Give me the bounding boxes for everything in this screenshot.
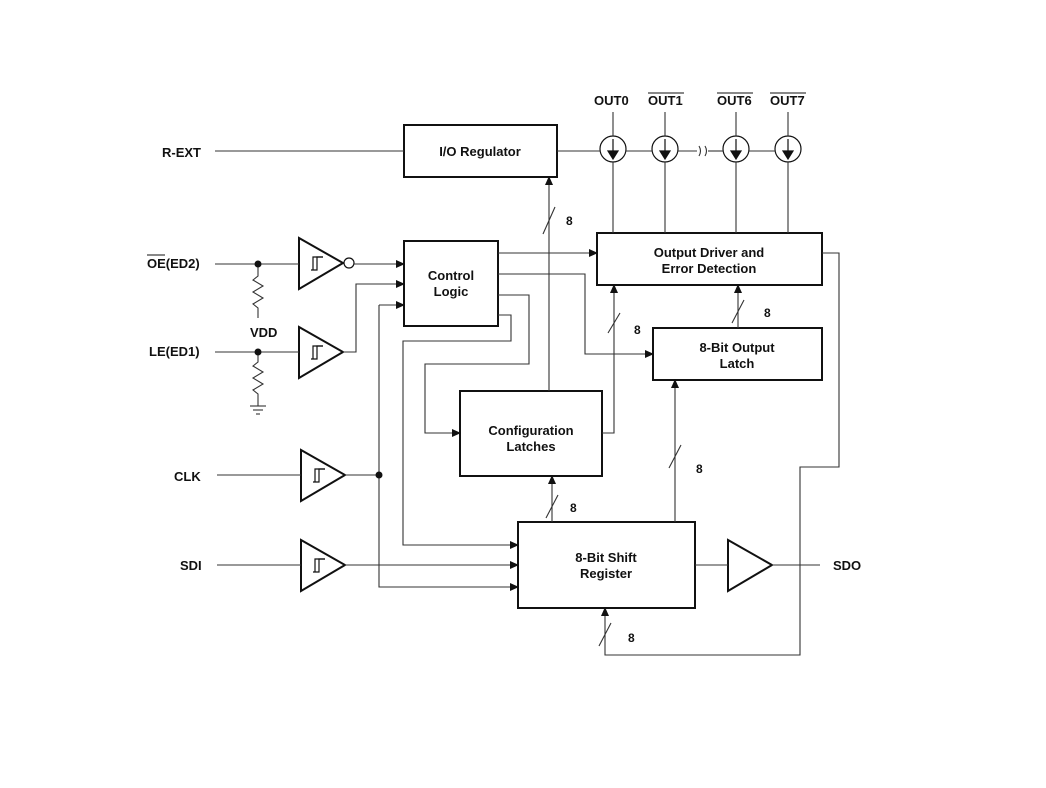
out0-current-source-icon (599, 135, 627, 163)
le-buffer-icon (298, 325, 345, 380)
svg-text:8-Bit Output: 8-Bit Output (699, 340, 775, 355)
control-logic-block: Control Logic (403, 240, 499, 327)
svg-text:Output Driver and: Output Driver and (654, 245, 765, 260)
output-latch-block: 8-Bit Output Latch (652, 327, 823, 381)
output-driver-block: Output Driver and Error Detection (596, 232, 823, 286)
oe-junction-dot (254, 260, 262, 268)
pin-label-vdd: VDD (250, 325, 277, 340)
pin-label-rext: R-EXT (162, 145, 201, 160)
svg-text:I/O Regulator: I/O Regulator (439, 144, 521, 159)
bus-width-label: 8 (570, 501, 577, 515)
out1-current-source-icon (651, 135, 679, 163)
pin-label-out7: OUT7 (770, 93, 805, 108)
oe-buffer-icon (298, 236, 355, 291)
sdi-buffer-icon (300, 538, 347, 593)
svg-text:Error Detection: Error Detection (662, 261, 757, 276)
bus-width-label: 8 (764, 306, 771, 320)
out7-current-source-icon (774, 135, 802, 163)
pin-label-sdi: SDI (180, 558, 202, 573)
bus-width-label: 8 (628, 631, 635, 645)
clk-junction-dot (375, 471, 383, 479)
bus-width-label: 8 (634, 323, 641, 337)
svg-text:Register: Register (580, 566, 632, 581)
svg-text:Latch: Latch (720, 356, 755, 371)
pin-label-clk: CLK (174, 469, 201, 484)
svg-text:Latches: Latches (506, 439, 555, 454)
bus-width-label: 8 (696, 462, 703, 476)
configuration-latches-block: Configuration Latches (459, 390, 603, 477)
wiring (215, 112, 840, 656)
svg-text:Control: Control (428, 268, 474, 283)
sdo-buffer-icon (727, 538, 774, 593)
svg-text:Configuration: Configuration (488, 423, 573, 438)
pin-label-oe: OE(ED2) (147, 256, 200, 271)
io-regulator-block: I/O Regulator (403, 124, 558, 178)
out6-current-source-icon (722, 135, 750, 163)
svg-text:8-Bit Shift: 8-Bit Shift (575, 550, 637, 565)
pin-label-out6: OUT6 (717, 93, 752, 108)
le-junction-dot (254, 348, 262, 356)
pin-label-sdo: SDO (833, 558, 861, 573)
shift-register-block: 8-Bit Shift Register (517, 521, 696, 609)
pin-label-le: LE(ED1) (149, 344, 200, 359)
clk-buffer-icon (300, 448, 347, 503)
svg-text:Logic: Logic (434, 284, 469, 299)
bus-width-label: 8 (566, 214, 573, 228)
pin-label-out1: OUT1 (648, 93, 683, 108)
pin-label-out0: OUT0 (594, 93, 629, 108)
